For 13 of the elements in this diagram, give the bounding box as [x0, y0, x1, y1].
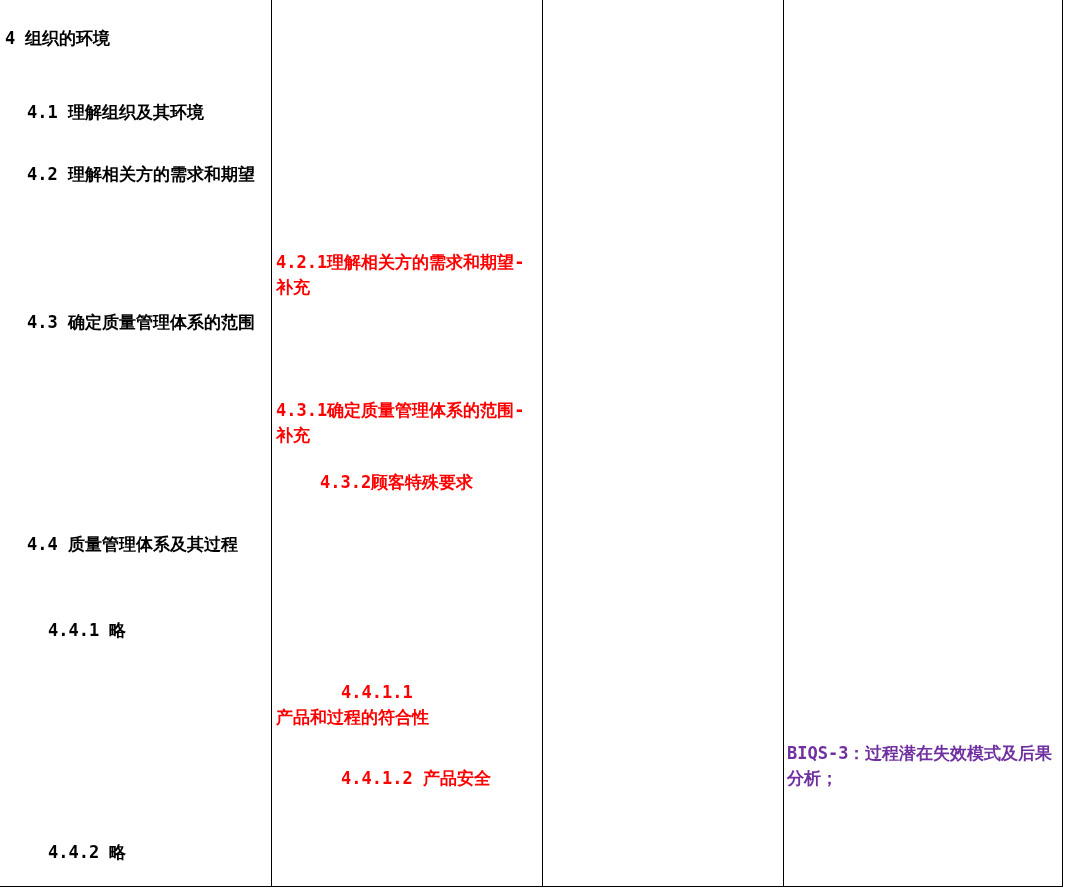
table-cell-text: 4.4 质量管理体系及其过程	[26, 533, 239, 556]
table-cell-text: 4.3 确定质量管理体系的范围	[26, 311, 256, 334]
table-cell-text: 4.4.2 略	[48, 841, 128, 864]
table-cell-text: 4.3.1确定质量管理体系的范围-补充	[276, 399, 526, 447]
table-cell-text: 4.2 理解相关方的需求和期望	[26, 163, 256, 186]
table-cell-text: BIQS-3：过程潜在失效模式及后果分析；	[787, 742, 1054, 790]
table-cell-text: 4.3.2顾客特殊要求	[320, 471, 475, 494]
table-cell-text: 4.1 理解组织及其环境	[27, 101, 205, 124]
table-cell-text: 4.4.1 略	[48, 619, 128, 642]
table-cell-text: 4 组织的环境	[5, 27, 112, 50]
table-cell-text: 4.4.1.1 产品和过程的符合性	[276, 681, 430, 729]
table-cell-text: 4.4.1.2 产品安全	[341, 767, 492, 790]
table-cell-text: 4.2.1理解相关方的需求和期望-补充	[276, 251, 526, 299]
